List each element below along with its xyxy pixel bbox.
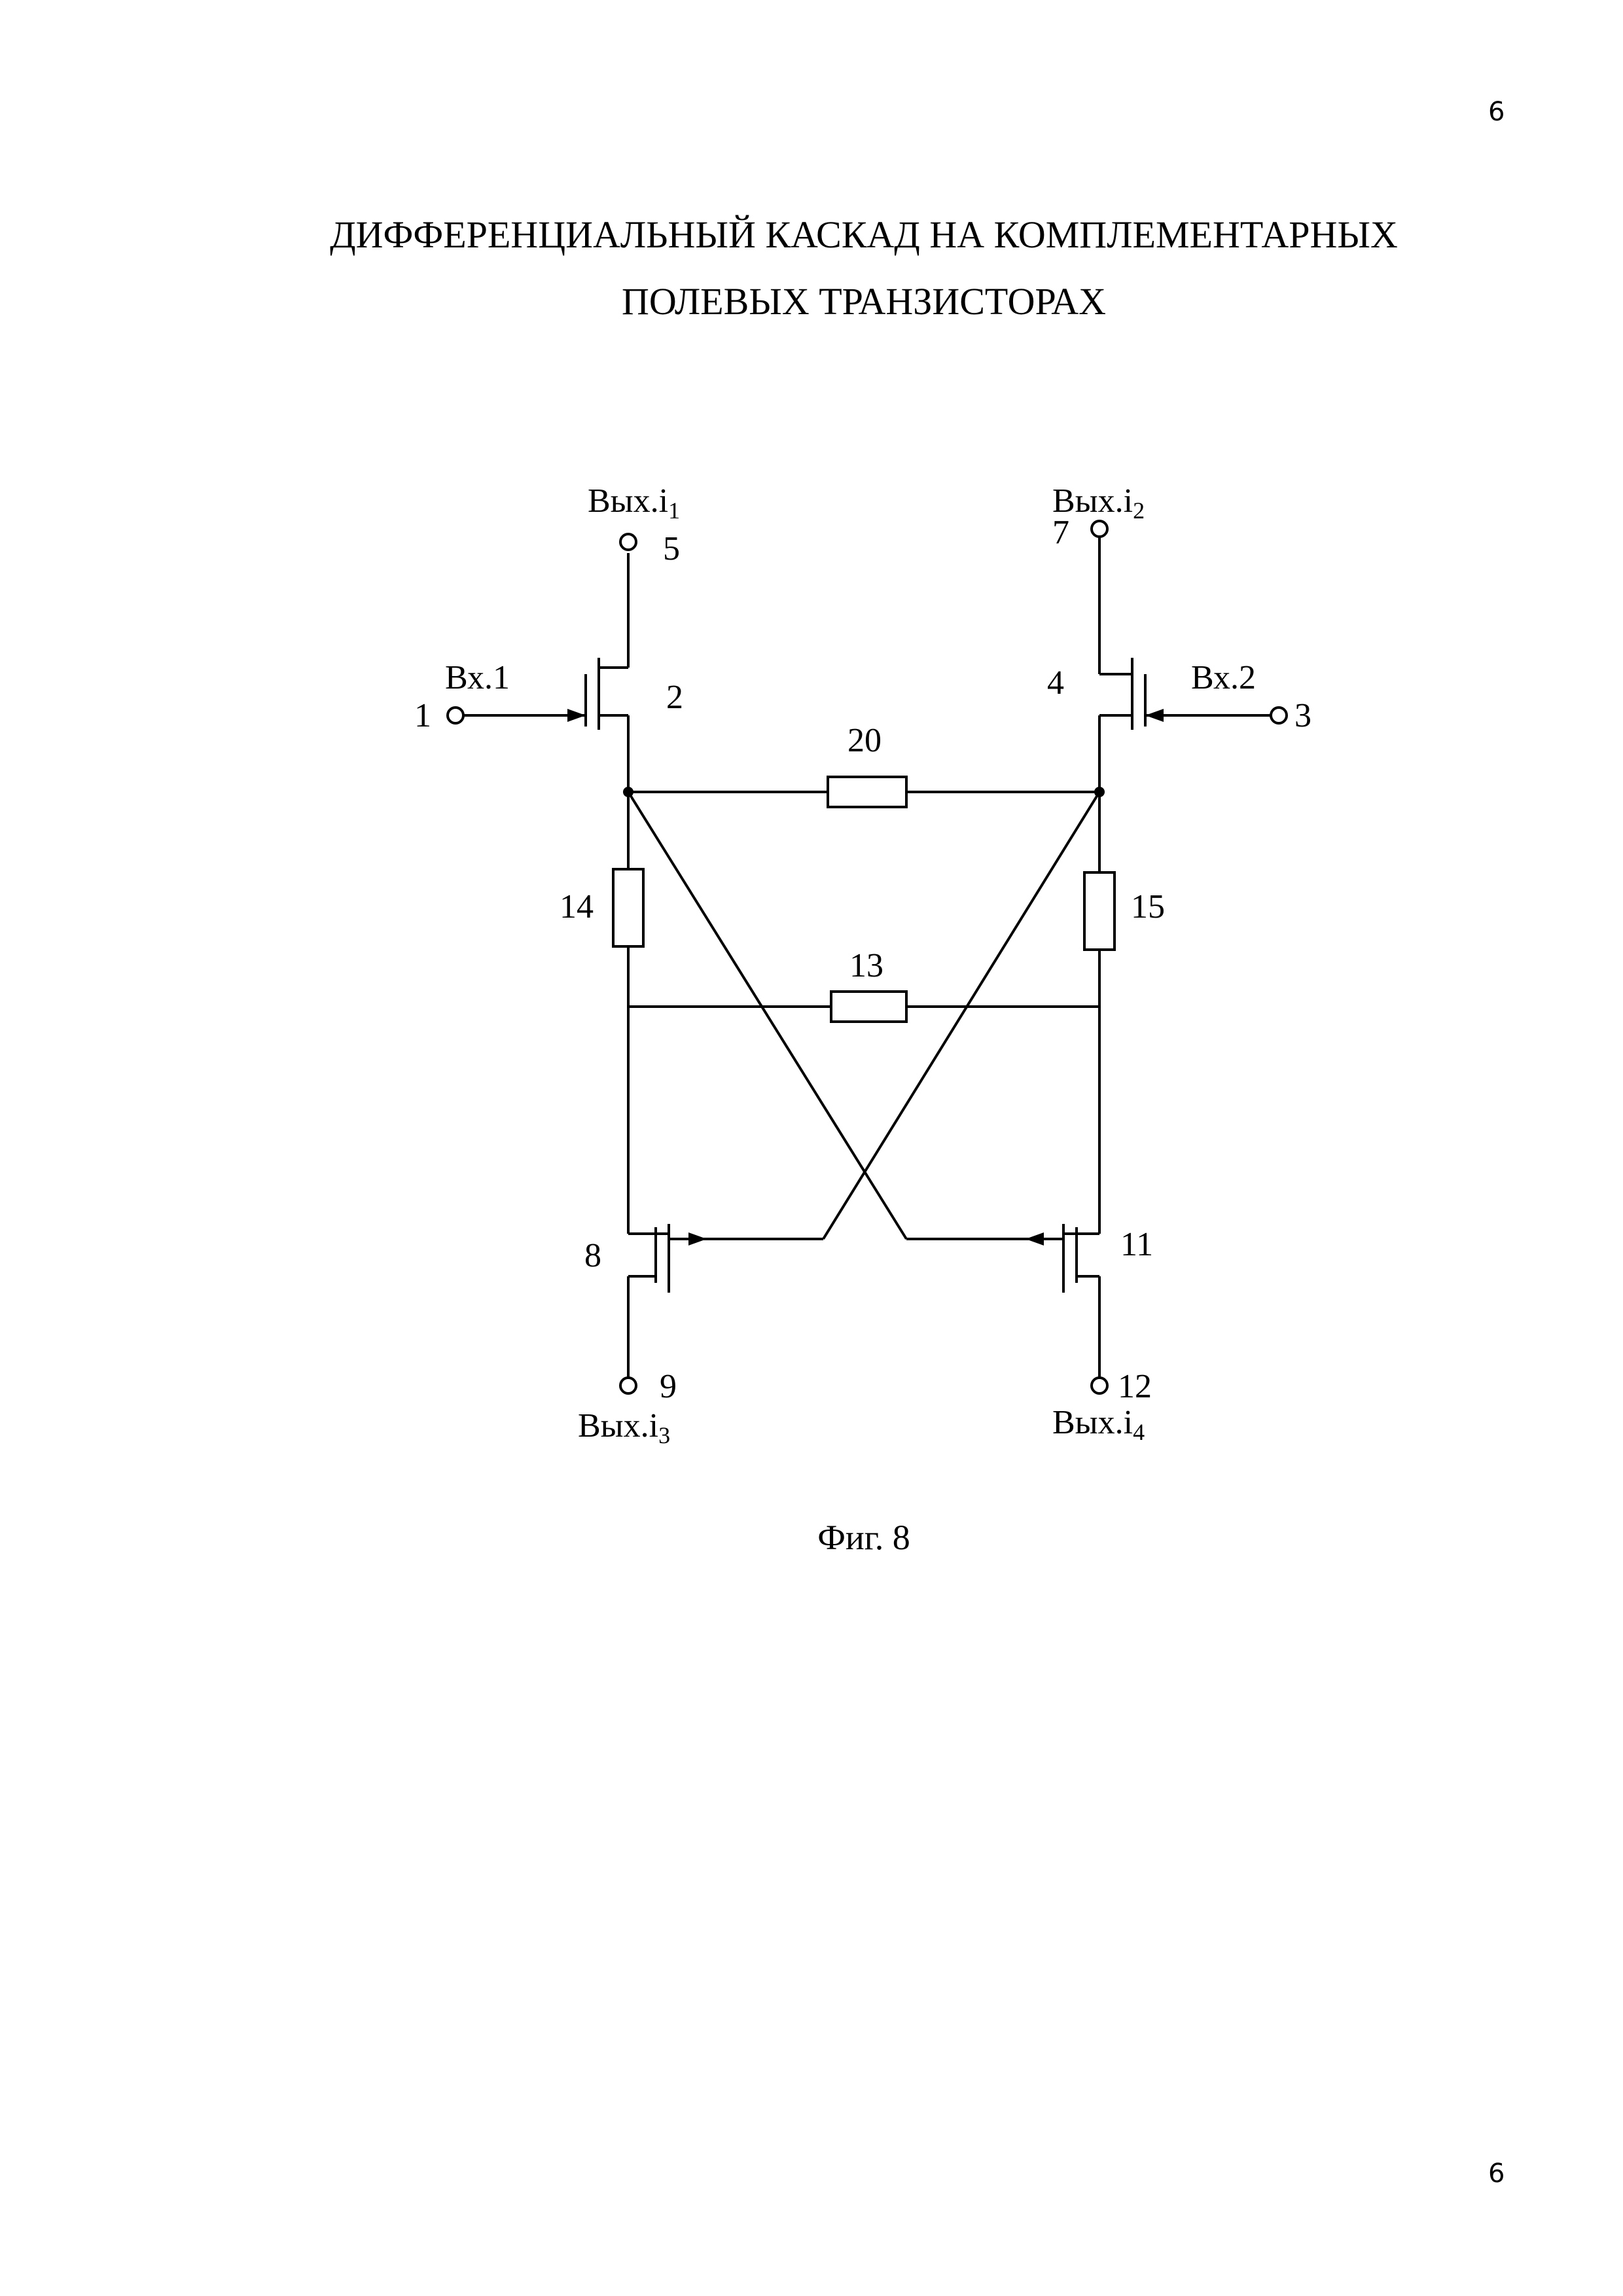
label-resistor-14: 14 <box>560 888 594 925</box>
terminal-5 <box>619 533 637 551</box>
junction-left <box>623 787 633 797</box>
arrow-source-8 <box>688 1232 707 1246</box>
page-number-bottom: 6 <box>1488 2159 1505 2189</box>
label-in1: Вх.1 <box>445 659 510 696</box>
resistor-13 <box>830 990 908 1023</box>
label-node-9: 9 <box>660 1368 677 1405</box>
arrow-source-11 <box>1026 1232 1044 1246</box>
cross-wire-left-to-t11 <box>627 791 908 1240</box>
label-out2: Вых.i2 <box>1052 482 1145 524</box>
label-resistor-13: 13 <box>849 947 883 984</box>
label-out4: Вых.i4 <box>1052 1404 1145 1445</box>
label-resistor-15: 15 <box>1131 888 1165 925</box>
arrow-gate-4 <box>1145 709 1164 722</box>
terminal-3 <box>1270 706 1288 725</box>
label-out1: Вых.i1 <box>588 482 680 524</box>
label-node-12: 12 <box>1118 1368 1152 1405</box>
label-node-3: 3 <box>1294 697 1311 734</box>
label-out3: Вых.i3 <box>578 1407 670 1448</box>
cross-wire-right-to-t8 <box>822 791 1101 1240</box>
document-title-line-1: ДИФФЕРЕНЦИАЛЬНЫЙ КАСКАД НА КОМПЛЕМЕНТАРН… <box>330 213 1398 256</box>
resistor-14 <box>612 868 645 948</box>
label-resistor-20: 20 <box>847 722 882 759</box>
label-transistor-2: 2 <box>666 679 683 716</box>
arrow-gate-2 <box>567 709 586 722</box>
junction-right <box>1094 787 1105 797</box>
terminal-7 <box>1090 520 1109 538</box>
label-node-7: 7 <box>1052 514 1069 551</box>
label-transistor-11: 11 <box>1120 1226 1153 1263</box>
terminal-1 <box>446 706 465 725</box>
label-node-5: 5 <box>663 530 680 567</box>
label-transistor-4: 4 <box>1047 664 1064 702</box>
resistor-15 <box>1083 871 1116 951</box>
figure-caption: Фиг. 8 <box>817 1518 910 1557</box>
resistor-20 <box>827 776 908 808</box>
document-title-line-2: ПОЛЕВЫХ ТРАНЗИСТОРАХ <box>621 280 1107 323</box>
label-transistor-8: 8 <box>584 1237 601 1274</box>
page-number-top: 6 <box>1488 97 1505 127</box>
label-node-1: 1 <box>414 697 431 734</box>
label-in2: Вх.2 <box>1191 659 1256 696</box>
terminal-12 <box>1090 1376 1109 1395</box>
terminal-9 <box>619 1376 637 1395</box>
circuit-diagram: Вых.i1 5 Вых.i2 7 Вх.1 1 2 4 Вх.2 3 20 1… <box>414 482 1311 1448</box>
